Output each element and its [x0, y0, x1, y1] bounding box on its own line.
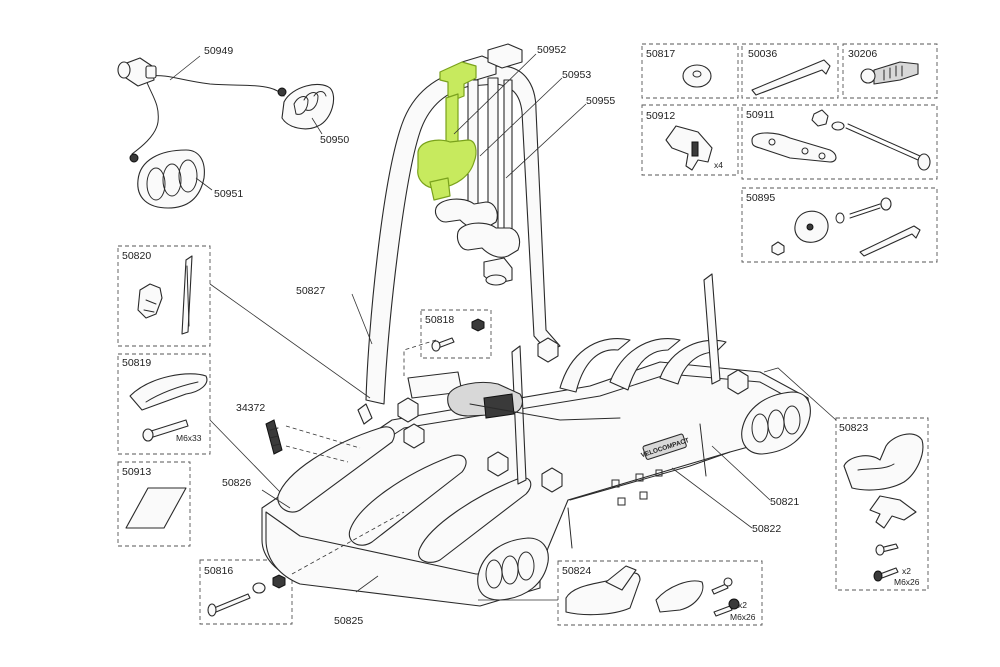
label-50911: 50911: [746, 109, 775, 121]
box-50913: [117, 461, 191, 547]
box-50895: [741, 187, 938, 263]
box-50036: [741, 43, 839, 99]
note-x2-b: x2: [902, 566, 911, 576]
brand-plate: [642, 433, 687, 460]
strap-bracket: [665, 125, 713, 171]
label-34372: 34372: [236, 402, 265, 414]
label-50820: 50820: [122, 250, 151, 262]
label-50955: 50955: [586, 95, 615, 107]
end-caps-and-screws: [565, 565, 740, 617]
label-50827: 50827: [296, 285, 325, 297]
label-50819: 50819: [122, 357, 151, 369]
box-50817: [641, 43, 739, 99]
box-50912: [641, 104, 739, 176]
label-50036: 50036: [748, 48, 777, 60]
lamp-right: [281, 84, 335, 130]
box-50818: [420, 309, 492, 359]
label-50950: 50950: [320, 134, 349, 146]
reflector-card: [125, 487, 187, 529]
box-50824: [557, 560, 763, 626]
note-m6x26-b: M6x26: [894, 577, 920, 587]
box-50816: [199, 559, 293, 625]
bike-carrier-assembly: VELOCOMPACT: [261, 43, 811, 607]
hex-key-long: [751, 59, 831, 96]
label-50816: 50816: [204, 565, 233, 577]
wiring-harness: [117, 57, 287, 163]
label-50823: 50823: [839, 422, 868, 434]
label-50895: 50895: [746, 192, 775, 204]
bolt-washer-nut: [207, 574, 286, 617]
label-50951: 50951: [214, 188, 243, 200]
lamp-left: [137, 149, 205, 209]
label-50818: 50818: [425, 314, 454, 326]
rubber-pad: [265, 419, 283, 455]
side-cover-parts: [843, 433, 924, 582]
label-50822: 50822: [752, 523, 781, 535]
box-50820: [117, 245, 211, 347]
box-50823: [835, 417, 929, 591]
box-50819: [117, 353, 211, 455]
note-m6x33: M6x33: [176, 433, 202, 443]
label-50825: 50825: [334, 615, 363, 627]
label-50953: 50953: [562, 69, 591, 81]
lamp-housing-cover: [129, 373, 208, 442]
box-30206: [842, 43, 938, 99]
leader-lines: [169, 53, 837, 601]
knob-bolt-set: [771, 197, 921, 257]
label-50817: 50817: [646, 48, 675, 60]
label-50826: 50826: [222, 477, 251, 489]
label-50913: 50913: [122, 466, 151, 478]
spacer-plate-with-bolt: [751, 109, 931, 171]
label-50952: 50952: [537, 44, 566, 56]
label-50824: 50824: [562, 565, 591, 577]
note-x4: x4: [714, 160, 723, 170]
rubber-washer: [682, 64, 712, 88]
note-x2-a: x2: [738, 600, 747, 610]
label-30206: 30206: [848, 48, 877, 60]
label-50912: 50912: [646, 110, 675, 122]
strap-and-clamp: [137, 255, 193, 335]
label-50949: 50949: [204, 45, 233, 57]
box-50911: [741, 104, 938, 180]
note-m6x26-a: M6x26: [730, 612, 756, 622]
screw-and-nut: [431, 318, 485, 352]
part-labels: 50949 50950 50951 50952 50953 50955 5081…: [122, 44, 920, 627]
lock-key: [860, 61, 919, 85]
label-50821: 50821: [770, 496, 799, 508]
